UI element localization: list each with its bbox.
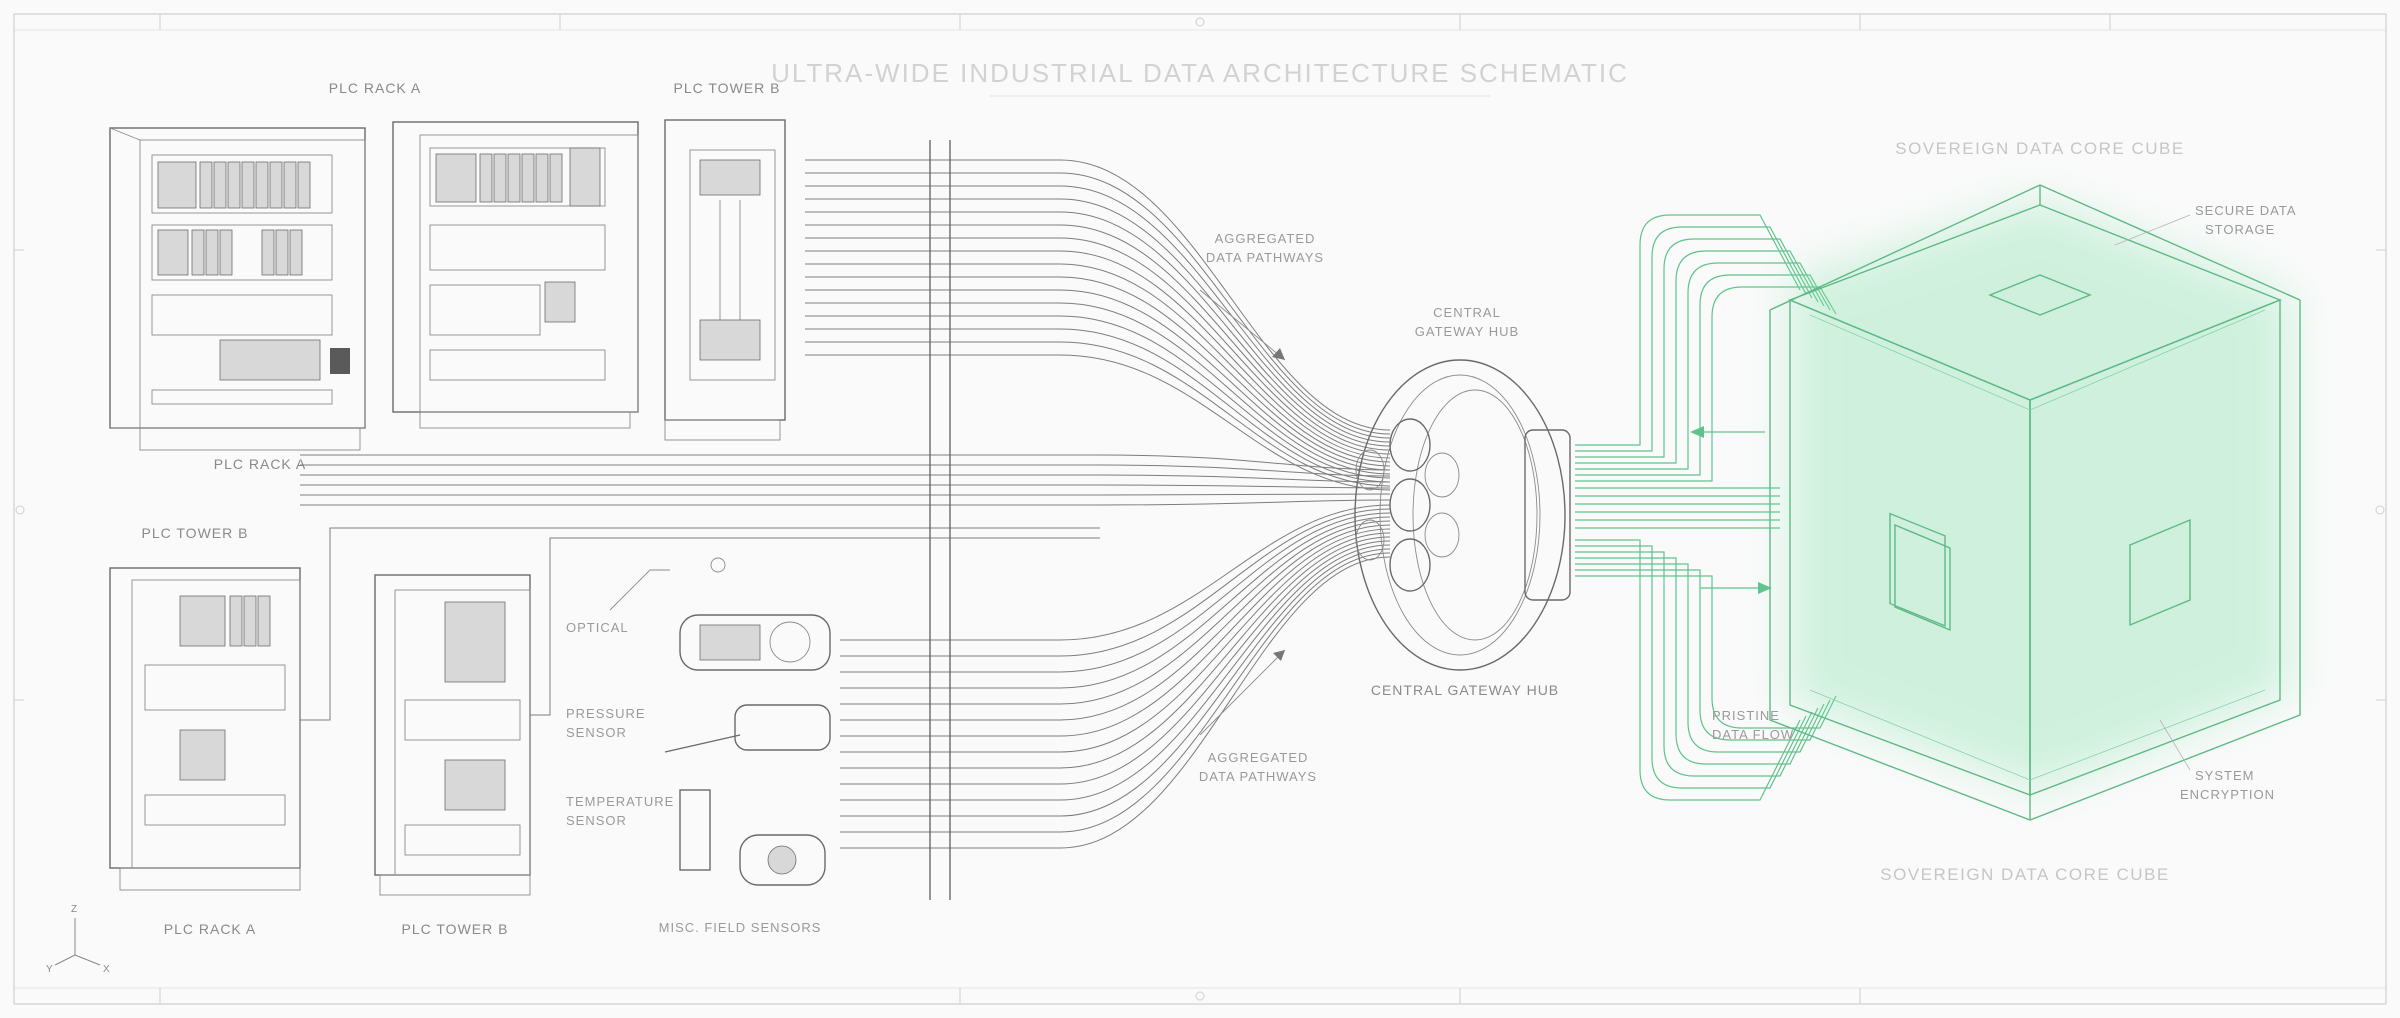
data-wire xyxy=(805,328,1391,483)
green-data-wire xyxy=(1575,551,1813,777)
data-wire xyxy=(805,276,1391,467)
data-wire xyxy=(840,540,1391,785)
plc-rack-a-second xyxy=(392,121,639,429)
label-plc-rack-a-top: PLC RACK A xyxy=(329,80,421,96)
green-data-wire xyxy=(1575,557,1819,765)
label-plc-rack-a-bottom: PLC RACK A xyxy=(164,921,256,937)
label-pristine-2: DATA FLOW xyxy=(1712,727,1794,742)
data-wire xyxy=(840,504,1391,641)
central-gateway-hub xyxy=(1354,359,1571,671)
data-wire xyxy=(300,493,1391,496)
data-wire xyxy=(840,508,1391,657)
label-plc-tower-b-bottom: PLC TOWER B xyxy=(402,921,509,937)
label-plc-tower-b-top: PLC TOWER B xyxy=(674,80,781,96)
data-wire xyxy=(805,159,1391,431)
green-data-wire xyxy=(1575,569,1831,741)
label-pressure-1: PRESSURE xyxy=(566,706,646,721)
axis-label-y: Y xyxy=(46,964,54,975)
label-temperature-1: TEMPERATURE xyxy=(566,794,674,809)
green-data-wire xyxy=(1575,214,1801,446)
label-secure-data-1: SECURE DATA xyxy=(2195,203,2297,218)
data-wire xyxy=(300,484,1391,489)
data-wire xyxy=(300,464,1391,477)
data-wire xyxy=(840,520,1391,705)
label-secure-data-2: STORAGE xyxy=(2205,222,2275,237)
label-aggregated-bottom-1: AGGREGATED xyxy=(1208,750,1309,765)
label-temperature-2: SENSOR xyxy=(566,813,627,828)
data-wire xyxy=(805,341,1391,487)
data-wire xyxy=(805,302,1391,475)
data-wire xyxy=(530,537,1100,716)
label-central-hub-top-1: CENTRAL xyxy=(1433,305,1501,320)
plc-tower-b-mid xyxy=(109,567,301,891)
green-data-wire xyxy=(1575,575,1837,729)
data-wire xyxy=(300,474,1391,483)
data-wire xyxy=(840,516,1391,689)
data-wire xyxy=(840,512,1391,673)
data-wire xyxy=(300,527,1100,721)
data-wire xyxy=(300,454,1391,471)
drawing-frame xyxy=(13,13,2387,1005)
label-aggregated-top-2: DATA PATHWAYS xyxy=(1206,250,1324,265)
data-wire xyxy=(840,548,1391,817)
data-wire xyxy=(840,536,1391,769)
green-data-wire xyxy=(1575,262,1825,470)
label-optical: OPTICAL xyxy=(566,620,629,635)
data-wire xyxy=(840,552,1391,833)
green-data-wire xyxy=(1575,539,1801,801)
data-wire xyxy=(840,532,1391,753)
data-wire xyxy=(805,237,1391,455)
label-encryption-2: ENCRYPTION xyxy=(2180,787,2275,802)
green-flow-arrows xyxy=(1690,426,1772,594)
data-wire xyxy=(805,354,1391,491)
green-data-wire xyxy=(1575,274,1831,476)
label-central-hub-bottom: CENTRAL GATEWAY HUB xyxy=(1371,682,1559,698)
label-misc-sensors: MISC. FIELD SENSORS xyxy=(659,920,822,935)
data-wire xyxy=(300,499,1391,506)
label-sovereign-bottom: SOVEREIGN DATA CORE CUBE xyxy=(1880,865,2169,884)
green-data-wire xyxy=(1575,238,1813,458)
label-plc-tower-b-mid: PLC TOWER B xyxy=(142,525,249,541)
data-wire xyxy=(805,250,1391,459)
plc-rack-a-top xyxy=(109,127,366,451)
data-wire xyxy=(805,198,1391,443)
data-wire xyxy=(805,315,1391,479)
data-wire xyxy=(840,556,1391,849)
data-wire xyxy=(805,224,1391,451)
label-aggregated-top-1: AGGREGATED xyxy=(1215,231,1316,246)
label-central-hub-top-2: GATEWAY HUB xyxy=(1415,324,1519,339)
axis-label-z: Z xyxy=(71,904,78,915)
diagram-title: ULTRA-WIDE INDUSTRIAL DATA ARCHITECTURE … xyxy=(771,58,1629,88)
data-wire xyxy=(840,544,1391,801)
green-data-wire xyxy=(1575,250,1819,464)
data-wire xyxy=(840,524,1391,721)
label-aggregated-bottom-2: DATA PATHWAYS xyxy=(1199,769,1317,784)
aggregated-data-pathways xyxy=(300,159,1391,849)
sovereign-data-core-cube xyxy=(1769,184,2301,821)
green-data-wire xyxy=(1575,545,1807,789)
plc-tower-b-top xyxy=(664,119,786,441)
field-sensors xyxy=(609,557,831,886)
green-data-wire xyxy=(1575,563,1825,753)
label-pressure-2: SENSOR xyxy=(566,725,627,740)
axis-label-x: X xyxy=(103,964,111,975)
pristine-data-flow xyxy=(1575,214,1837,801)
data-wire xyxy=(805,263,1391,463)
label-pristine-1: PRISTINE xyxy=(1712,708,1780,723)
label-plc-rack-a-mid: PLC RACK A xyxy=(214,456,306,472)
data-wire xyxy=(805,211,1391,447)
data-wire xyxy=(805,289,1391,471)
flow-arrows xyxy=(1199,289,1286,736)
green-data-wire xyxy=(1575,286,1837,482)
data-wire xyxy=(805,172,1391,435)
data-wire xyxy=(840,528,1391,737)
label-sovereign-top: SOVEREIGN DATA CORE CUBE xyxy=(1895,139,2184,158)
plc-tower-b-bottom xyxy=(374,574,531,896)
axis-triad xyxy=(54,918,101,966)
label-encryption-1: SYSTEM xyxy=(2195,768,2254,783)
green-data-wire xyxy=(1575,226,1807,452)
data-wire xyxy=(805,185,1391,439)
bus-bar xyxy=(929,140,951,900)
